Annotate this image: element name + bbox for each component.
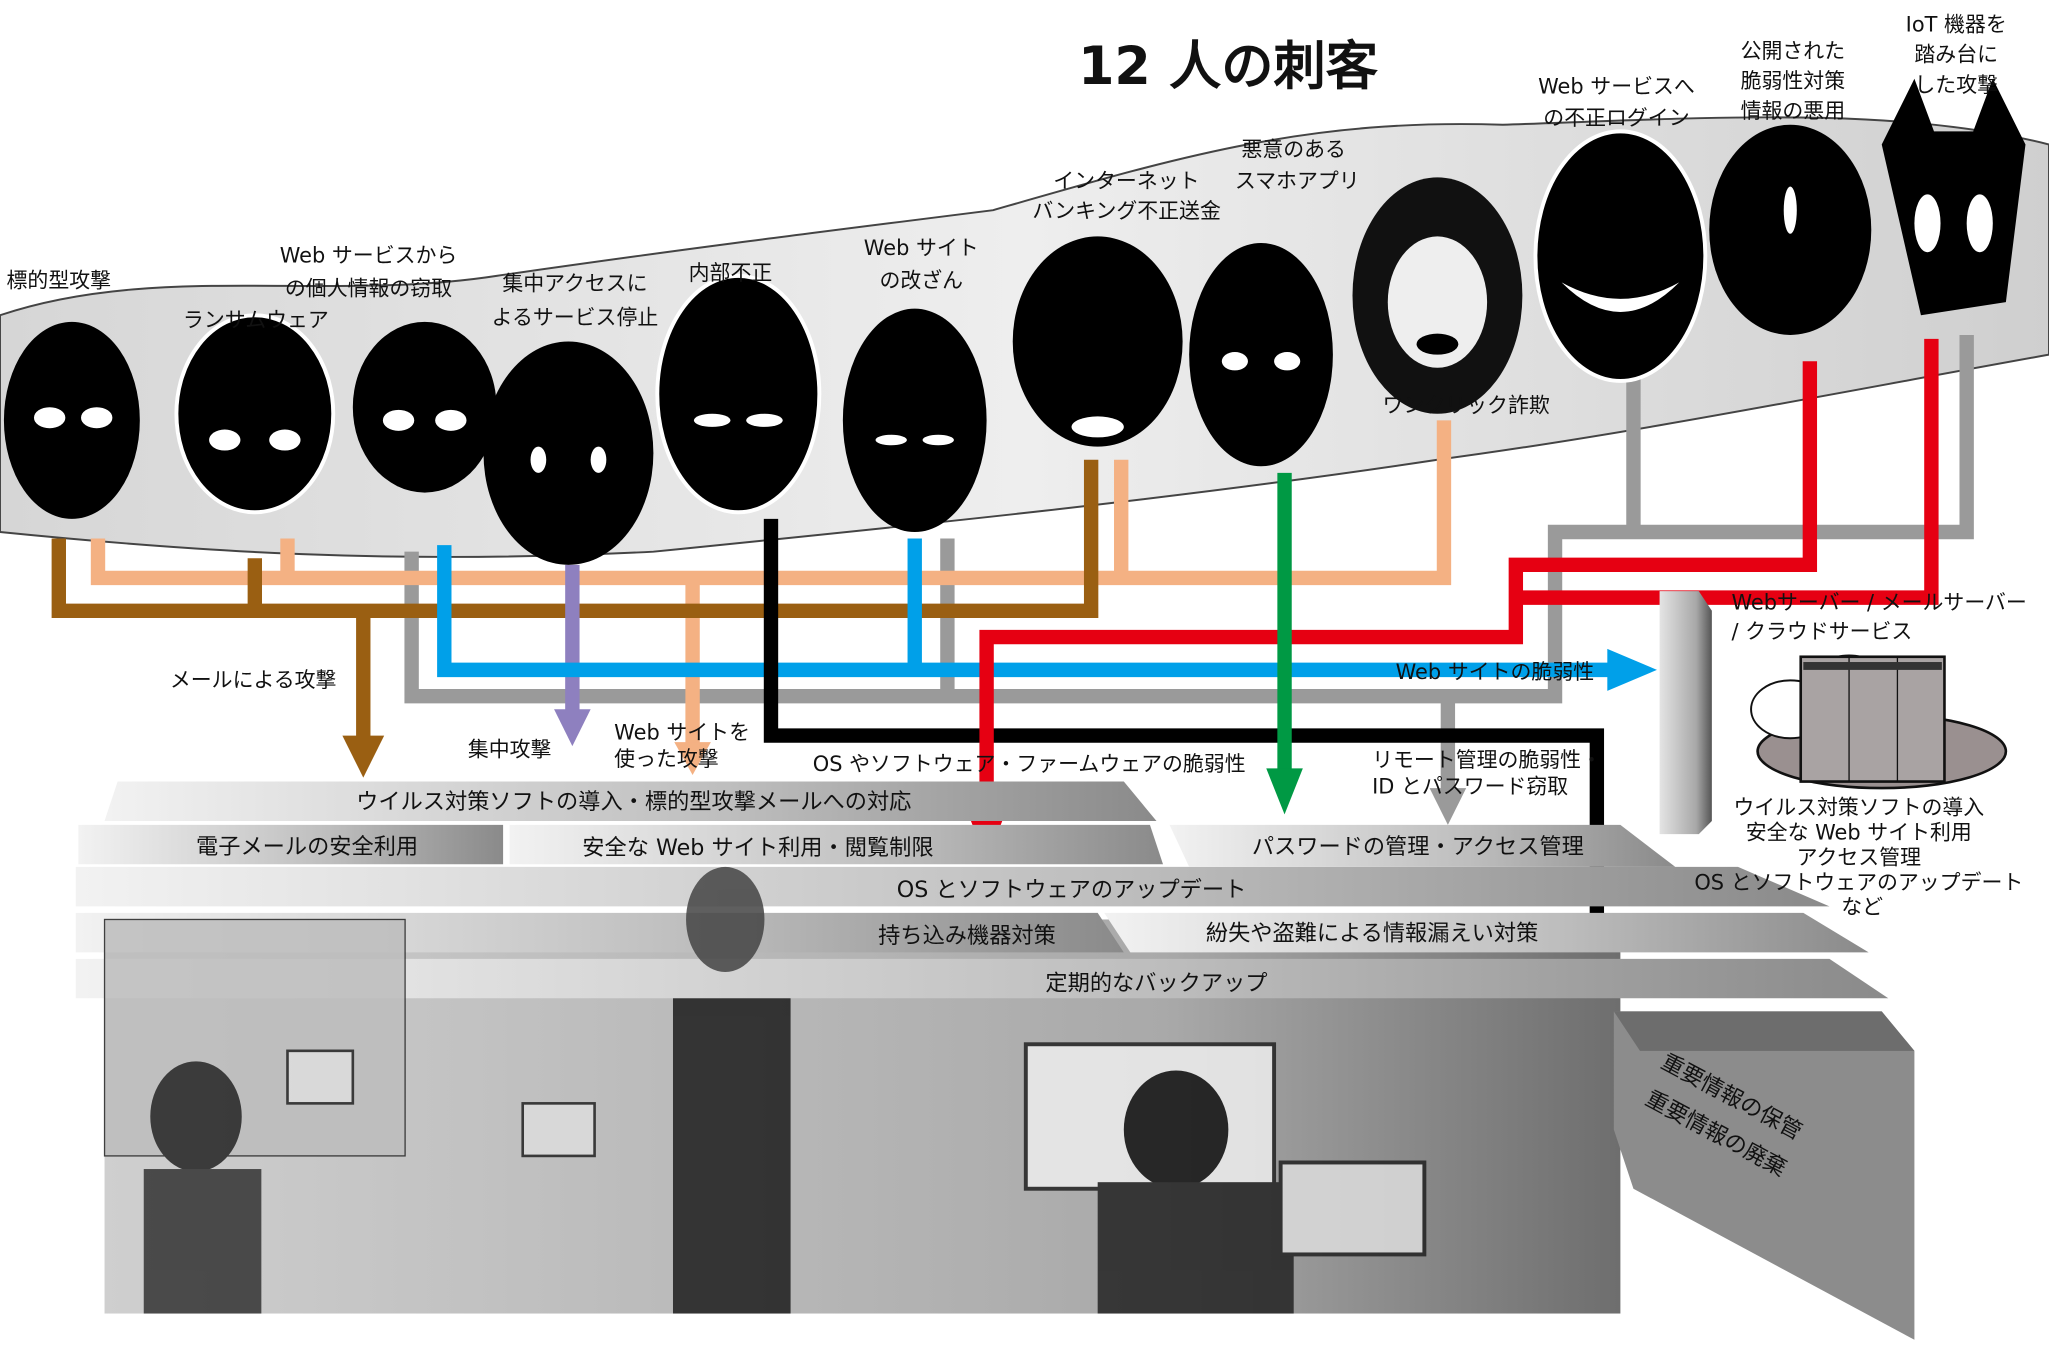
threat-labels: 標的型攻撃 ランサムウェア Web サービスからの個人情報の窃取 集中アクセスに…: [7, 12, 2007, 417]
face-iot: [1881, 78, 2026, 316]
path-blue: [437, 538, 1614, 678]
layer-web: [509, 824, 1164, 865]
threat-label: 標的型攻撃: [7, 269, 112, 293]
layer-info-block-top: [1613, 1011, 1915, 1051]
layer-backup: [75, 958, 1889, 999]
purple-arrowhead: [554, 709, 591, 747]
website-attack-label: Web サイトを使った攻撃: [614, 720, 750, 770]
layer-password-label: パスワードの管理・アクセス管理: [1252, 834, 1584, 860]
face-defacement: [842, 308, 987, 532]
layer-password: [1169, 824, 1676, 867]
threat-label: 集中アクセスによるサービス停止: [492, 271, 659, 329]
concentrated-attack-label: 集中攻撃: [468, 738, 552, 762]
face-targeted: [3, 321, 140, 519]
office-people-illustration: [103, 866, 1427, 1314]
face-insider: [655, 273, 822, 515]
mail-attack-label: メールによる攻撃: [170, 668, 337, 692]
face-banking: [1012, 236, 1183, 447]
assassin-faces: [3, 78, 2026, 565]
layer-loss: [1104, 912, 1869, 953]
layer-web-label: 安全な Web サイト利用・閲覧制限: [582, 835, 933, 861]
layer-update: [75, 866, 1830, 907]
face-smartphone-app: [1189, 243, 1333, 467]
server-measures: ウイルス対策ソフトの導入 安全な Web サイト利用 アクセス管理 OS とソフ…: [1694, 795, 2030, 919]
os-vuln-label: OS やソフトウェア・ファームウェアの脆弱性: [813, 752, 1246, 776]
threat-label: 公開された脆弱性対策情報の悪用: [1741, 39, 1846, 123]
peach-arrowhead: [674, 742, 711, 775]
face-vuln-info: [1709, 124, 1872, 335]
face-ransomware: [174, 313, 336, 515]
threat-label: Web サイトの改ざん: [864, 236, 979, 293]
threat-label: 悪意のあるスマホアプリ: [1235, 137, 1360, 193]
threat-label: ランサムウェア: [183, 308, 329, 332]
layer-info-block: [1613, 1011, 1915, 1340]
threat-label: インターネットバンキング不正送金: [1032, 169, 1221, 223]
layer-email-label: 電子メールの安全利用: [196, 834, 418, 860]
defense-layers: ウイルス対策ソフトの導入・標的型攻撃メールへの対応 電子メールの安全利用 安全な…: [75, 781, 1915, 1340]
green-arrowhead: [1266, 768, 1303, 815]
remote-vuln-label: リモート管理の脆弱性・ID とパスワード窃取: [1372, 748, 1602, 798]
layer-antivirus: [104, 781, 1157, 821]
threat-label: Web サービスへの不正ログイン: [1538, 74, 1695, 130]
server-area: Webサーバー / メールサーバー/ クラウドサービス ウイルス対策ソフトの導入…: [1659, 590, 2030, 919]
brown-arrowhead: [342, 735, 385, 778]
face-login: [1533, 129, 1708, 383]
face-data-theft: [352, 321, 497, 493]
layer-devices-label: 持ち込み機器対策: [878, 923, 1056, 949]
server-rack-icon: [1799, 655, 1946, 783]
face-ddos: [483, 341, 654, 565]
attack-path-labels: メールによる攻撃 集中攻撃 Web サイトを使った攻撃 OS やソフトウェア・フ…: [170, 660, 1602, 798]
path-red: [979, 338, 1939, 821]
threat-label: 内部不正: [689, 261, 773, 285]
server-label: Webサーバー / メールサーバー/ クラウドサービス: [1731, 590, 2026, 643]
web-vuln-label: Web サイトの脆弱性: [1396, 660, 1595, 684]
threat-label: ワンクリック詐欺: [1383, 393, 1550, 417]
server-wall: [1659, 591, 1712, 835]
layer-antivirus-label: ウイルス対策ソフトの導入・標的型攻撃メールへの対応: [356, 789, 911, 815]
page-title: 12 人の刺客: [1078, 36, 1379, 97]
layer-email: [78, 824, 504, 865]
layer-update-label: OS とソフトウェアのアップデート: [897, 877, 1247, 903]
gray-arrowhead: [1429, 788, 1467, 825]
blue-arrowhead: [1607, 648, 1657, 691]
threat-label: IoT 機器を踏み台にした攻撃: [1906, 12, 2007, 96]
threat-label: Web サービスからの個人情報の窃取: [280, 244, 458, 301]
face-one-click: [1352, 177, 1523, 414]
layer-loss-label: 紛失や盗難による情報漏えい対策: [1206, 920, 1538, 946]
layer-backup-label: 定期的なバックアップ: [1045, 970, 1267, 996]
